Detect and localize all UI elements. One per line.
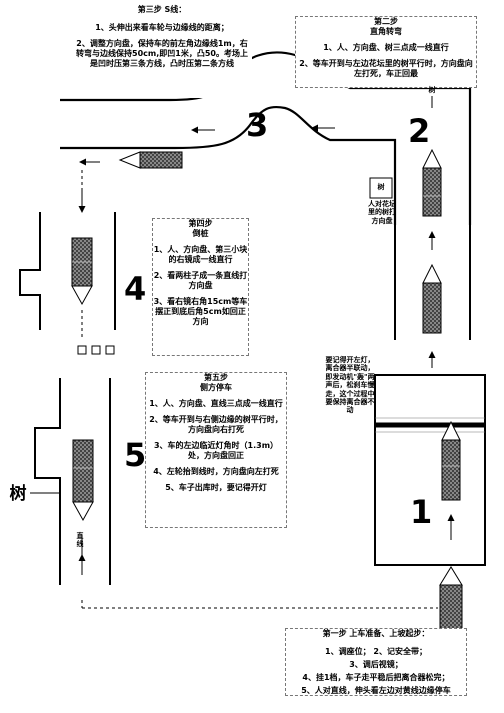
step3-title: 第三步 S线： [137, 5, 187, 14]
cones [77, 345, 115, 355]
s-curve-arrows [79, 124, 335, 166]
step1-line3: 4、挂1档，车子走平稳后把离合器松完； [302, 673, 450, 682]
step4-subtitle: 倒桩 [192, 229, 209, 238]
step5-subtitle: 侧方停车 [200, 383, 232, 392]
tree-box-label: 树 [377, 183, 385, 191]
step5-line2: 2、等车开到与右侧边缘的树平行时，方向盘向右打死 [149, 415, 283, 434]
car-s-curve [118, 151, 183, 169]
step1-line2: 3、调后视镜； [349, 660, 403, 669]
tree-top-label: 树 [428, 86, 436, 94]
step2-box: 第二步 直角转弯 1、人、方向盘、树三点成一线直行 2、等车开到与左边花坛里的树… [295, 16, 477, 88]
step5-title: 第五步 [204, 373, 228, 382]
step5-line5: 5、车子出库时，要记得开灯 [165, 483, 267, 492]
side-parking-road [34, 378, 111, 585]
step1-line4: 5、人对直线，伸头看左边对黄线边缘停车 [301, 686, 451, 695]
step4-line1: 1、人、方向盘、第三小块的右镜成一线直行 [153, 245, 248, 264]
step1-box: 第一步 上车准备、上坡起步： 1、调座位； 2、记安全带； 3、调后视镜； 4、… [285, 628, 467, 696]
step5-line1: 1、人、方向盘、直线三点成一线直行 [149, 399, 283, 408]
step4-box: 第四步 倒桩 1、人、方向盘、第三小块的右镜成一线直行 2、看两柱子成一条直线打… [152, 218, 249, 356]
step3-line2: 2、调整方向盘，保持车的前左角边缘线1m，右转弯与边线保持50cm,即凹1米，凸… [76, 39, 248, 68]
right-angle-road [394, 225, 471, 340]
straight-label: 直线 [76, 532, 84, 549]
step5-line4: 4、左轮抬到线时，方向盘向左打死 [153, 467, 279, 476]
car-reverse-parking [71, 237, 93, 306]
step4-title: 第四步 [188, 219, 213, 228]
step1-line1: 1、调座位； 2、记安全带； [325, 647, 427, 656]
car-right-angle [422, 148, 442, 217]
step-number-1: 1 [410, 493, 433, 531]
step2-line1: 1、人、方向盘、树三点成一线直行 [323, 43, 449, 52]
reverse-parking-road [19, 212, 116, 330]
hill-start-area [374, 374, 486, 566]
step1-title: 第一步 上车准备、上坡起步： [322, 629, 430, 638]
step-number-5: 5 [124, 436, 147, 474]
slope-note: 要记得开左灯，离合器半联动，即发动机"轰"两声后，松刹车慢走，这个过程中要保持离… [325, 356, 375, 415]
step2-subtitle: 直角转弯 [370, 27, 402, 36]
tree-left-label: 树 [9, 484, 27, 504]
step-number-4: 4 [124, 270, 147, 308]
step2-title: 第二步 [374, 17, 398, 26]
car-start [439, 566, 463, 641]
step3-box: 第三步 S线： 1、头伸出来看车轮与边缘线的距离； 2、调整方向盘，保持车的前左… [72, 4, 252, 98]
tree-note: 人对花坛里的树打方向盘 [368, 200, 396, 225]
tree-box [369, 177, 393, 199]
car-hill-start [441, 420, 461, 501]
step5-box: 第五步 侧方停车 1、人、方向盘、直线三点成一线直行 2、等车开到与右侧边缘的树… [145, 372, 287, 528]
car-side-parking [72, 439, 94, 522]
step-number-2: 2 [408, 112, 431, 150]
step5-line3: 3、车的左边临近灯角时（1.3m）处，方向盘回正 [153, 441, 279, 460]
step-number-3: 3 [246, 106, 269, 144]
step2-line2: 2、等车开到与左边花坛里的树平行时，方向盘向左打死，车正回最 [299, 59, 473, 78]
step4-line2: 2、看两柱子成一条直线打方向盘 [153, 271, 248, 290]
step3-line1: 1、头伸出来看车轮与边缘线的距离； [95, 23, 229, 32]
step4-line3: 3、看右镜右角15cm等车摆正到底后角5cm如回正方向 [153, 297, 248, 326]
car-right-angle-2 [422, 263, 442, 334]
